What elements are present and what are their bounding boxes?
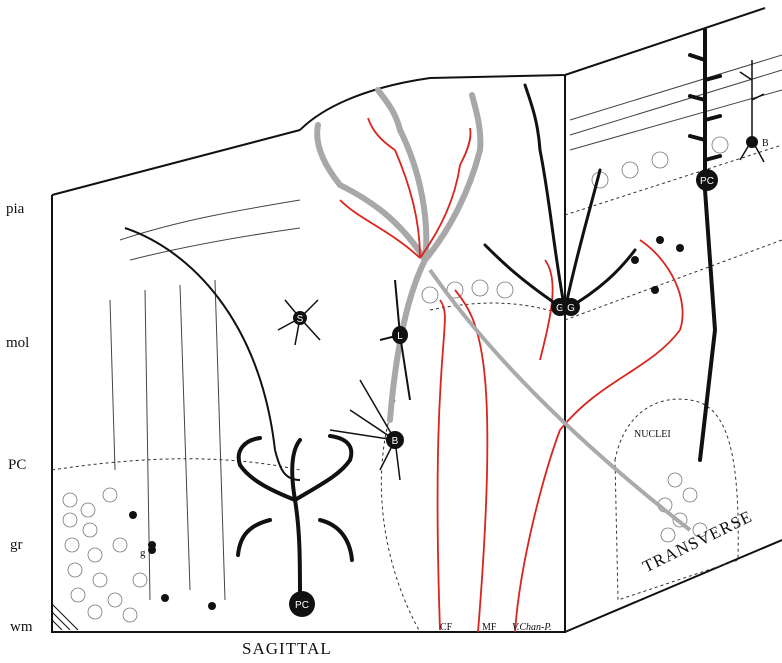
purkinje-cell-sagittal-label: PC	[295, 600, 309, 611]
basket-cell-transverse: B	[746, 136, 769, 149]
red-purkinje-dendrites	[340, 118, 683, 632]
lugaro-cell-label: L	[397, 331, 403, 342]
stellate-cell: S	[293, 311, 307, 325]
block-outline	[52, 8, 782, 632]
purkinje-dendrite-tree	[238, 436, 352, 600]
layer-label-mol: mol	[6, 336, 29, 351]
purkinje-cell-sagittal: PC	[289, 591, 315, 617]
purkinje-cell-transverse: PC	[696, 169, 718, 191]
layer-label-pc: PC	[8, 458, 26, 473]
basket-cell-sagittal: B	[386, 431, 404, 449]
region-label-nuclei: NUCLEI	[634, 430, 671, 440]
golgi-cell-2-label: G	[567, 303, 575, 314]
layer-label-pia: pia	[6, 202, 24, 217]
granule-cell-label: g	[140, 547, 146, 559]
purkinje-outline-dendrite	[125, 228, 300, 480]
fiber-label-mf: MF	[482, 623, 496, 633]
lugaro-cell: L	[392, 326, 408, 344]
gray-purkinje-cell	[317, 90, 480, 420]
sagittal-face-outline	[52, 75, 565, 632]
fiber-label-cf: CF	[440, 623, 452, 633]
layer-label-wm: wm	[10, 620, 33, 635]
golgi-cell-2: G	[562, 298, 580, 316]
basket-cell-sagittal-label: B	[392, 436, 399, 447]
granule-cells	[129, 236, 684, 610]
granule-cell-labeled: g	[140, 546, 156, 559]
plane-label-sagittal: SAGITTAL	[242, 640, 332, 657]
golgi-cell-dendrites	[485, 85, 635, 310]
artist-signature: V.Chan-P.	[512, 623, 552, 633]
basket-cell-transverse-label: B	[762, 138, 769, 149]
white-matter-hatch	[52, 604, 78, 630]
purkinje-cell-transverse-label: PC	[700, 176, 714, 187]
stellate-cell-label: S	[297, 314, 304, 325]
layer-label-gr: gr	[10, 538, 23, 553]
transverse-purkinje-column	[690, 30, 720, 460]
